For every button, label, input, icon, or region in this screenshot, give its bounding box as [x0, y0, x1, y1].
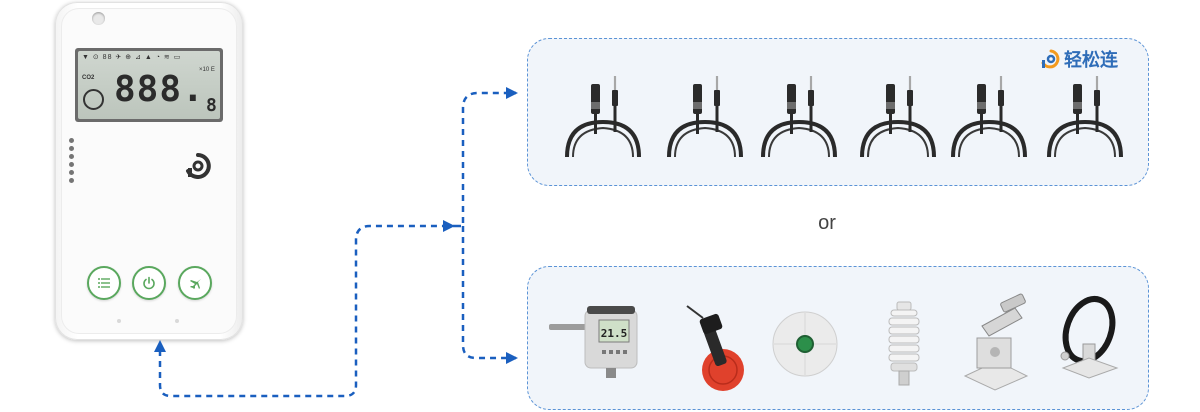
- cable-probe: [761, 74, 837, 159]
- cable-probe-panel: [527, 38, 1149, 186]
- arrowhead-right: [506, 352, 518, 364]
- cable-probes-group: [565, 74, 1123, 159]
- menu-icon: [98, 278, 110, 288]
- ring-sensor: [1060, 296, 1119, 379]
- cable-probe: [951, 74, 1027, 159]
- brand-logo-icon: [1041, 49, 1060, 69]
- radiation-shield: [888, 301, 920, 386]
- alternative-label: or: [818, 212, 836, 234]
- cable-probe: [1047, 74, 1123, 159]
- lcd-multiplier-label: ×10 E: [199, 67, 215, 73]
- arrowhead-right: [506, 87, 518, 99]
- handheld-probe: [686, 305, 744, 391]
- arrowhead-right: [443, 220, 455, 232]
- cable-probe: [860, 74, 936, 159]
- brand-name: 轻松连: [1064, 50, 1118, 70]
- airplane-mode-button[interactable]: [178, 266, 212, 300]
- cable-probe: [565, 74, 641, 159]
- arrowhead-up: [154, 340, 166, 352]
- speaker-dots: [69, 138, 74, 186]
- dome-sensor: [772, 311, 838, 377]
- lcd-status-icons: ▼ ⊙ 88 ✈ ⊕ ⊿ ▲ ◔ ≋ ▭: [82, 54, 182, 61]
- device-logo-icon: [185, 153, 211, 179]
- lcd-ring-icon: [83, 89, 104, 110]
- lcd-screen: ▼ ⊙ 88 ✈ ⊕ ⊿ ▲ ◔ ≋ ▭ CO2 ×10 E 888. 8: [78, 51, 220, 119]
- indicator-dot: [175, 319, 179, 323]
- cable-probe: [667, 74, 743, 159]
- lcd-display: ▼ ⊙ 88 ✈ ⊕ ⊿ ▲ ◔ ≋ ▭ CO2 ×10 E 888. 8: [75, 48, 223, 122]
- solar-tracker: [963, 293, 1029, 391]
- indicator-dot: [117, 319, 121, 323]
- external-sensors-group: 21.5: [549, 293, 1119, 391]
- camera-hole: [92, 12, 105, 25]
- lcd-co2-label: CO2: [82, 75, 95, 81]
- power-icon: [143, 276, 155, 290]
- brand-logo: 轻松连: [1041, 46, 1118, 72]
- lcd-main-digits: 888.: [114, 69, 205, 110]
- power-button[interactable]: [132, 266, 166, 300]
- lcd-small-digit: 8: [206, 95, 217, 116]
- svg-text:21.5: 21.5: [601, 327, 628, 340]
- airplane-icon: [190, 279, 201, 289]
- duct-sensor: 21.5: [549, 306, 638, 378]
- menu-button[interactable]: [87, 266, 121, 300]
